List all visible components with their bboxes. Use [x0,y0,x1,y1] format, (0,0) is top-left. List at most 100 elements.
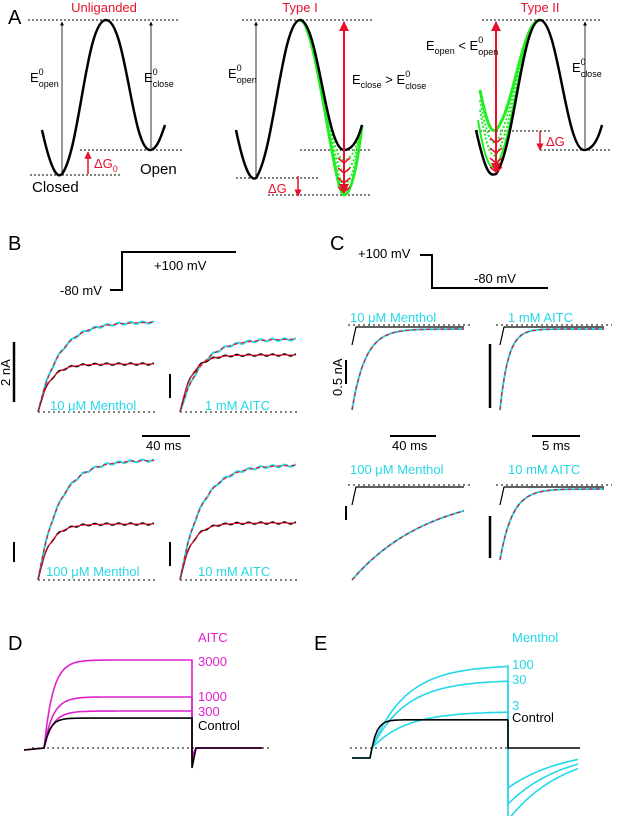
trace-e-30 [352,680,509,759]
fit-cyan-b-aitc1 [179,338,296,413]
green-path-t2-2 [479,19,541,144]
energy-curve-unliganded [40,18,167,177]
trace-label-b-menthol100: 100 μM Menthol [46,564,140,579]
green-path-3 [299,19,363,174]
time-scale-label-b: 40 ms [146,438,182,453]
closed-state-label: Closed [32,179,79,196]
fit-control-b-aitc10 [179,522,296,581]
step-voltage-c: +100 mV [358,246,411,261]
open-state-label: Open [140,161,177,178]
panel-e-traces [352,665,580,816]
time-scale-label-c-left: 40 ms [392,438,428,453]
tail-e-control [507,719,580,749]
panel-c: C +100 mV -80 mV 10 μM Menthol 1 mM AITC… [330,233,612,581]
cyan-trace-c-aitc10 [499,488,604,561]
shift-chevrons-type2 [489,137,503,173]
control-trace-c-menthol100 [351,486,464,506]
tail-e-30 [507,679,579,806]
control-trace-c-aitc10 [499,486,604,506]
panel-letter-d: D [8,633,22,655]
title-type2: Type II [520,0,559,15]
trace-e-Control [352,719,508,759]
cyan-trace-c-menthol100 [351,509,465,581]
tail-e-3 [507,711,579,790]
title-type1: Type I [282,0,317,15]
control-trace-b-aitc1 [179,353,297,413]
voltage-protocol-c [420,254,548,289]
panel-b-traces [37,320,298,581]
agonist-label-d: AITC [198,630,228,645]
conc-label-e-3: 3 [512,698,519,713]
trace-label-b-menthol10: 10 μM Menthol [50,398,136,413]
fit-c-menthol100 [351,510,465,581]
fit-c-aitc10 [499,488,604,561]
conc-label-e-100: 100 [512,657,534,672]
voltage-protocol-b [110,251,236,291]
hold-voltage-b: -80 mV [60,283,102,298]
fit-cyan-b-aitc10 [179,464,297,581]
current-scale-label-c: 0.5 nA [330,358,345,396]
trace-d-traces-1000 [23,696,262,761]
fit-control-b-menthol100 [37,523,154,581]
agonist-label-e: Menthol [512,630,558,645]
cyan-trace-b-menthol100 [37,458,155,581]
panel-letter-e: E [314,633,327,655]
energy-curve-type2 [474,18,604,176]
panel-d: D AITC 3000 1000 300 Control [8,630,272,769]
conc-label-e-control: Control [512,710,554,725]
green-path-t2-4 [477,19,541,169]
trace-d-traces-3000 [23,659,262,757]
trace-label-b-aitc10: 10 mM AITC [198,564,270,579]
title-unliganded: Unliganded [71,0,137,15]
trace-label-c-aitc10: 10 mM AITC [508,462,580,477]
control-trace-b-menthol10 [37,362,155,413]
conc-label-d-3000: 3000 [198,654,227,669]
delta-g-label-type1: ΔG [268,181,287,196]
trace-label-b-aitc1: 1 mM AITC [205,398,270,413]
panel-letter-b: B [8,233,21,255]
panel-letter-a: A [8,7,22,29]
step-voltage-b: +100 mV [154,258,207,273]
panel-b: B -80 mV +100 mV 2 nA 40 ms 10 μM Mentho… [0,233,298,581]
panel-d-traces [23,659,262,769]
fit-c-aitc1 [499,328,604,411]
control-trace-c-aitc1 [499,326,604,346]
conc-label-d-1000: 1000 [198,689,227,704]
trace-label-c-menthol100: 100 μM Menthol [350,462,444,477]
control-trace-b-aitc10 [179,521,297,581]
trace-e-3 [352,711,509,759]
trace-d-traces-Control [23,717,262,769]
cyan-trace-c-menthol10 [351,328,464,411]
trace-e-100 [352,665,509,759]
trace-d-traces-300 [23,710,262,765]
hold-voltage-c: -80 mV [474,271,516,286]
fit-control-b-aitc1 [179,354,296,413]
green-path-t2-1 [478,18,541,132]
tail-e-100 [507,665,579,816]
cyan-trace-b-aitc1 [179,337,297,413]
fit-control-b-menthol10 [37,363,154,413]
green-path-4 [299,19,363,186]
fit-cyan-b-menthol10 [37,321,155,413]
panel-letter-c: C [330,233,344,255]
control-trace-b-menthol100 [37,522,155,581]
trace-label-c-menthol10: 10 μM Menthol [350,310,436,325]
current-scale-label-b: 2 nA [0,359,13,386]
panel-e: E Menthol 100 30 3 Control [314,630,580,816]
fit-cyan-b-menthol100 [37,459,154,581]
conc-label-e-30: 30 [512,672,526,687]
delta-g-label-type2: ΔG [546,134,565,149]
panel-c-traces [348,324,612,581]
control-trace-c-menthol10 [351,326,464,346]
